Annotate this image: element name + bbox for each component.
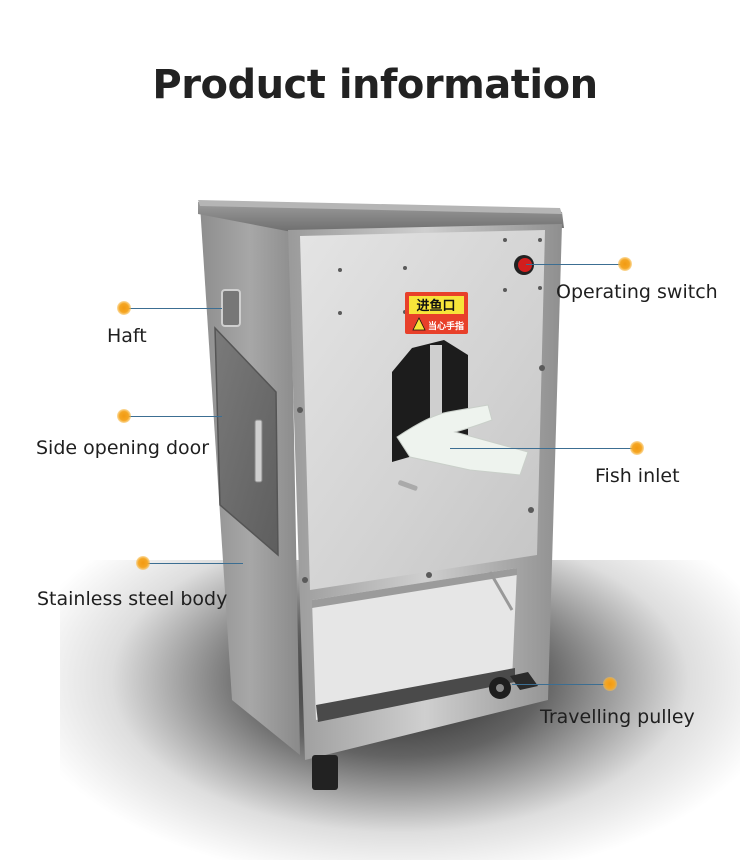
callout-line [526,264,625,265]
callout-dot-icon [630,441,644,455]
callout-dot-icon [618,257,632,271]
page-title: Product information [152,62,598,108]
callout-line [124,416,222,417]
svg-text:进鱼口: 进鱼口 [416,298,455,314]
callout-dot-icon [136,556,150,570]
callout-dot-icon [117,301,131,315]
callout-label-haft: Haft [107,325,147,347]
callout-label-travelling-pulley: Travelling pulley [540,706,695,728]
callout-line [143,563,243,564]
callout-line [512,684,609,685]
callout-label-fish-inlet: Fish inlet [595,465,680,487]
callout-label-side-opening-door: Side opening door [36,437,210,459]
svg-text:当心手指: 当心手指 [428,320,464,332]
callout-dot-icon [117,409,131,423]
callout-label-operating-switch: Operating switch [556,281,718,303]
callout-label-stainless-steel-body: Stainless steel body [37,588,228,610]
callout-line [450,448,637,449]
callout-dot-icon [603,677,617,691]
callout-line [124,308,222,309]
